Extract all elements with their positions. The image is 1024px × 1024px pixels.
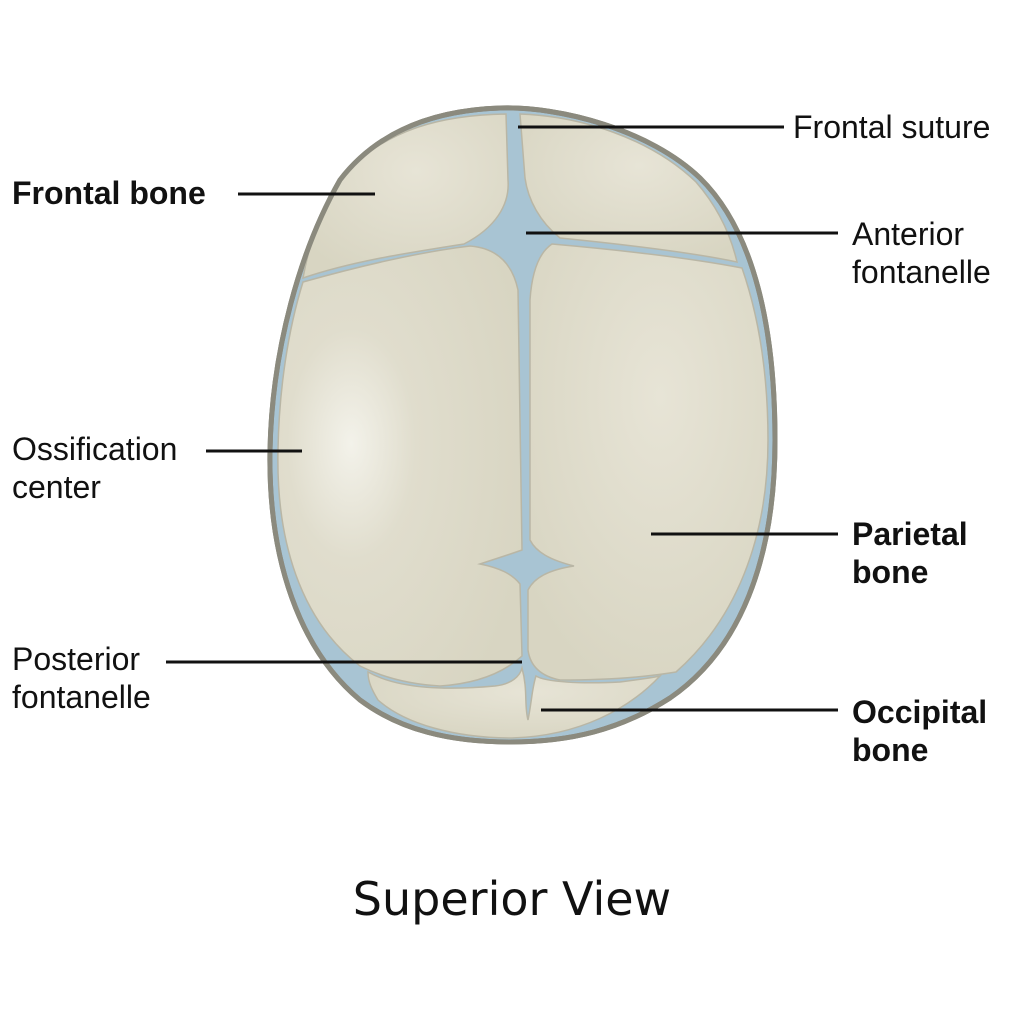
caption: Superior View [352,872,672,926]
label-frontal-bone: Frontal bone [12,175,206,211]
label-anterior-fontanelle: Anterior fontanelle [852,216,991,290]
label-parietal-bone: Parietal bone [852,516,968,590]
parietal-bone-left [277,245,523,687]
label-posterior-fontanelle: Posterior fontanelle [12,641,151,715]
label-frontal-suture: Frontal suture [793,109,991,145]
label-occipital-bone: Occipital bone [852,694,988,768]
frontal-bone-right [519,113,738,263]
label-ossification-center: Ossification center [12,431,178,505]
frontal-bone-left [302,113,509,280]
parietal-bone-right [527,243,769,681]
occipital-bone [367,665,663,739]
skull-rim [267,105,778,745]
